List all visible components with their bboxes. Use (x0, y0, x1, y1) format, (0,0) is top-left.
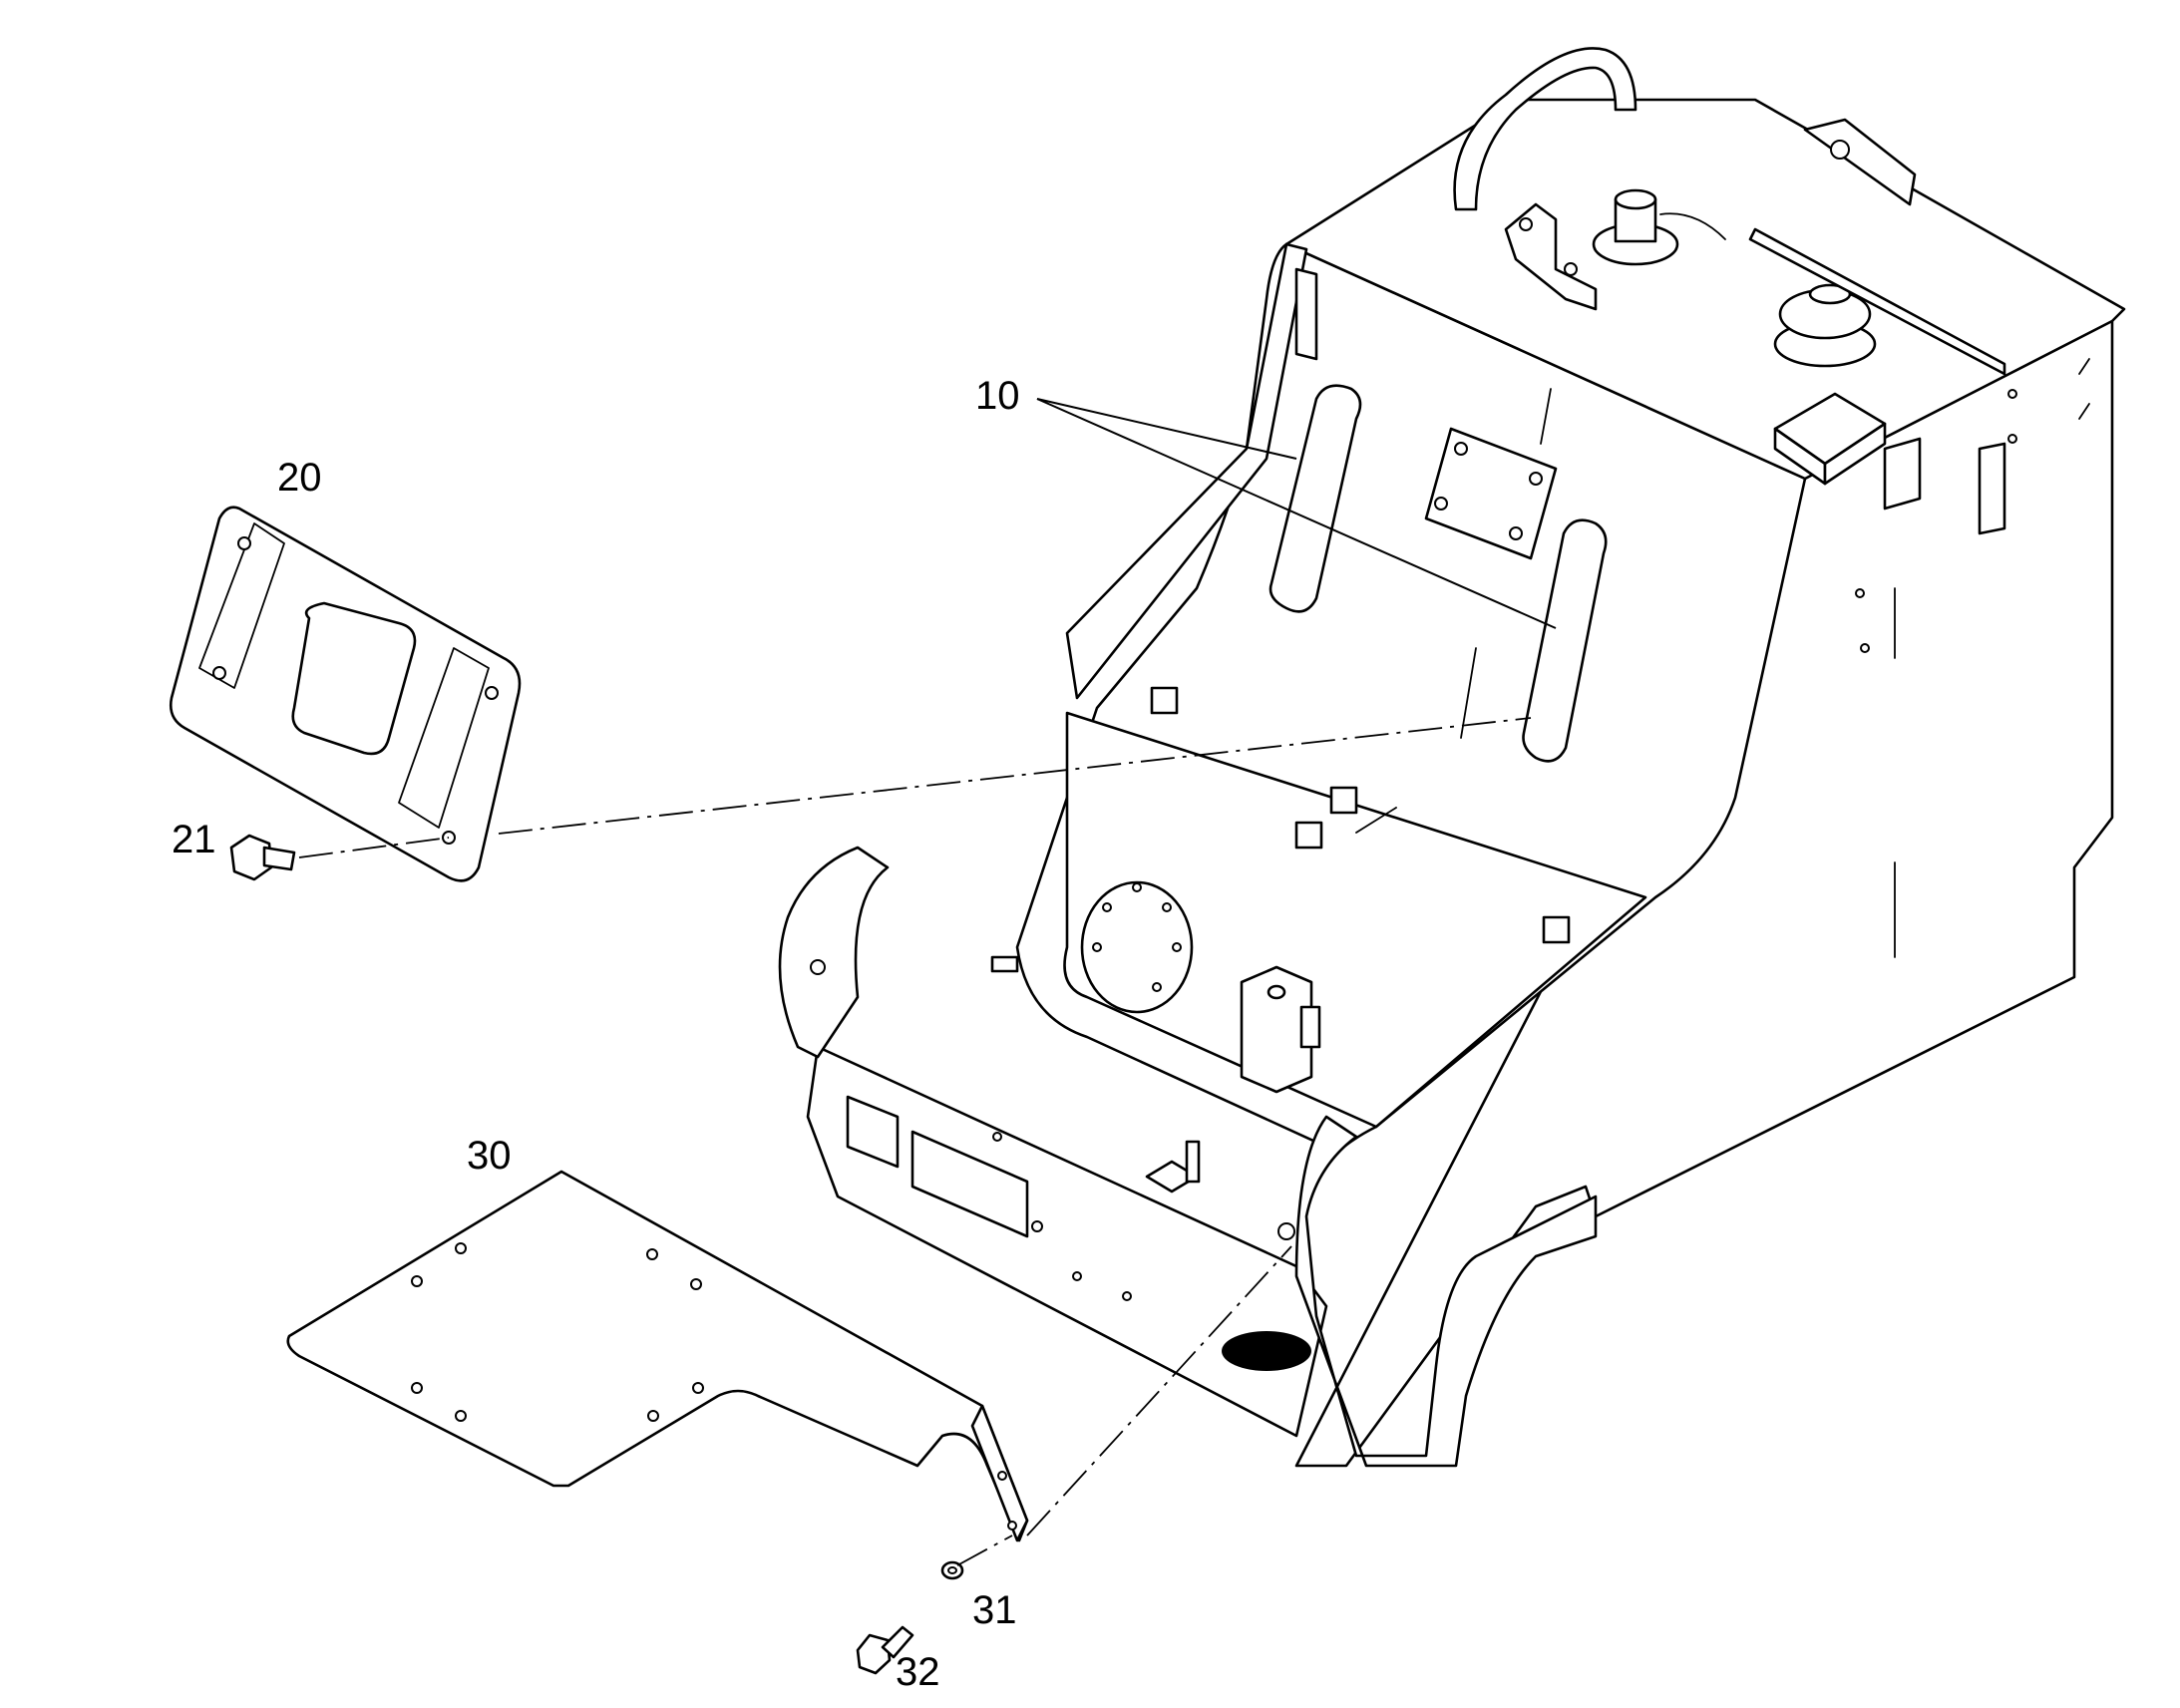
callout-32: 32 (896, 1650, 940, 1694)
bolt-32 (856, 1625, 914, 1675)
callout-31: 31 (972, 1588, 1017, 1632)
callout-20: 20 (277, 456, 322, 500)
main-frame (778, 47, 2126, 1468)
callout-10: 10 (975, 374, 1020, 418)
floor-plate-30 (286, 1170, 1029, 1542)
mounting-plate-20 (170, 506, 522, 882)
washer-31 (940, 1560, 964, 1580)
leader-lines (298, 398, 1557, 1566)
callouts: 10 20 21 30 31 32 (172, 374, 1020, 1694)
callout-21: 21 (172, 818, 216, 861)
bolt-21 (229, 834, 296, 881)
callout-30: 30 (467, 1134, 512, 1178)
